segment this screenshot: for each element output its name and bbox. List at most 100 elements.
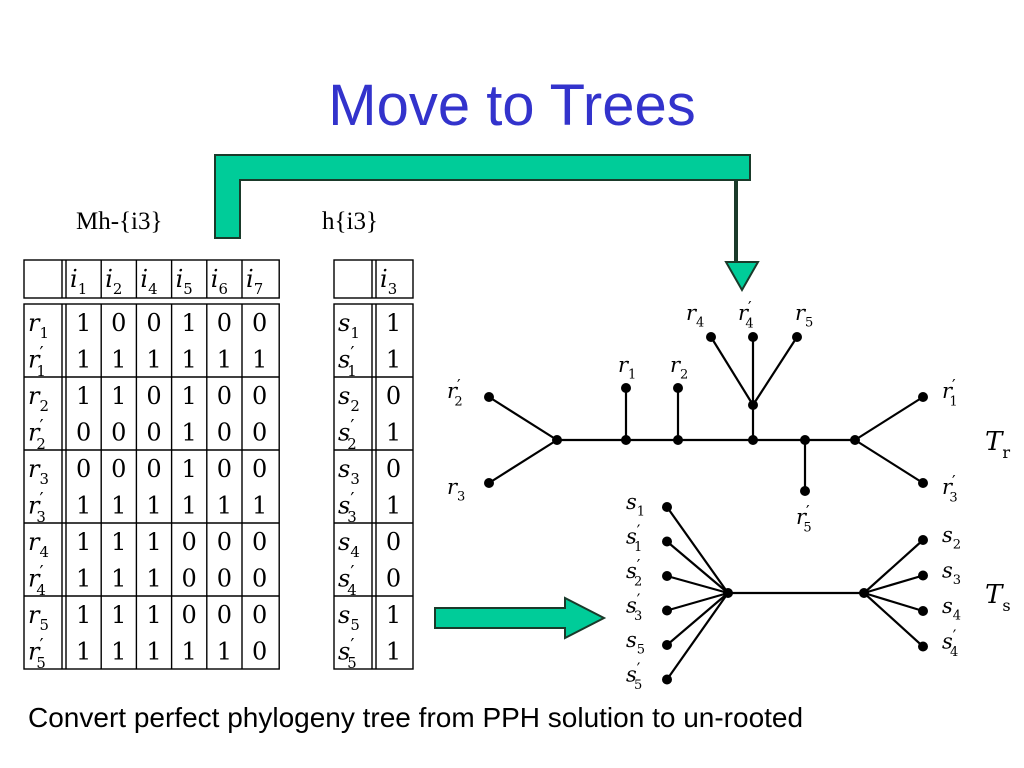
left-table-cell: 0 [182,565,197,593]
tree-leaf [918,392,928,402]
tree-edge [666,540,729,594]
left-table-cell: 1 [182,382,197,410]
left-table-cell: 1 [111,382,126,410]
tree-leaf [918,606,928,616]
right-table-row-label: s′5 [338,635,357,672]
left-table-cell: 0 [217,309,232,337]
left-table-row-label: r′2 [28,416,46,453]
left-table-cell: 1 [217,346,232,374]
left-table-cell: 1 [146,565,161,593]
tree-leaf [673,383,683,393]
left-table-cell: 1 [146,492,161,520]
left-table-body-box [23,303,280,670]
left-table-row-label: r3 [28,455,49,488]
tree-r-leaf-label: r′5 [796,502,812,536]
right-table-header-box [333,259,414,299]
tree-leaf [792,332,802,342]
tree-edge [863,591,924,613]
right-table-cell: 1 [386,638,401,666]
tree-s-leaf-label: s′5 [626,659,642,693]
right-table-cell: 0 [386,528,401,556]
left-table-row-label: r1 [28,309,49,342]
tree-edge [666,592,729,646]
tree-edge [488,396,558,441]
tree-s-leaf-label: s1 [626,490,645,519]
left-table-cell: 1 [76,492,91,520]
left-table-label: Mh-{i3} [76,208,163,235]
right-table-cell: 1 [386,309,401,337]
left-table-cell: 1 [252,346,267,374]
tree-r-leaf-label: r5 [795,301,813,330]
tree-r-leaf-label: r1 [618,353,636,382]
right-table-row-label: s′4 [338,562,357,599]
left-table-cell: 1 [111,528,126,556]
tree-edge [752,336,798,406]
left-table-cell: 0 [252,455,267,483]
left-table-cell: 1 [217,492,232,520]
tree-leaf [918,570,928,581]
left-table-cell: 0 [252,419,267,447]
left-table-cell: 0 [252,528,267,556]
tree-r-leaf-label: r′1 [942,376,958,410]
right-table-row-label: s5 [338,601,360,634]
right-table-cell: 1 [386,492,401,520]
left-table-cell: 1 [182,455,197,483]
left-table-cell: 0 [146,382,161,410]
left-table-row-label: r5 [28,601,49,634]
left-table-cell: 0 [217,601,232,629]
tree-r-leaf-label: r2 [670,353,688,382]
tree-s-label: Ts [985,580,1011,615]
tree-leaf [662,605,672,616]
tree-edge [854,396,924,441]
slide-caption: Convert perfect phylogeny tree from PPH … [28,702,804,733]
left-table-cell: 0 [252,638,267,666]
tree-edge [666,574,729,595]
tree-leaf [918,641,928,652]
right-table-row-label: s2 [338,382,360,415]
right-table-cell: 1 [386,601,401,629]
left-table-cell: 1 [76,528,91,556]
left-table-cell: 1 [146,346,161,374]
right-table-cell: 0 [386,382,401,410]
left-table-cell: 1 [76,382,91,410]
left-table-row-label: r2 [28,382,49,415]
tree-edge [666,506,729,594]
tree-r-label: Tr [985,427,1010,462]
left-table-col-header: i7 [246,265,263,298]
right-table-row-label: s′2 [338,416,357,453]
tree-edge [488,439,558,484]
tree-s-leaf-label: s3 [942,559,961,588]
slide-title: Move to Trees [328,73,696,138]
tree-leaf [918,535,928,545]
right-table-cell: 1 [386,419,401,447]
tree-s-leaf-label: s′3 [626,590,642,624]
left-table-cell: 0 [182,601,197,629]
right-table-label: h{i3} [322,208,378,235]
left-table-cell: 1 [182,419,197,447]
left-table-cell: 0 [217,565,232,593]
left-table-cell: 1 [111,601,126,629]
left-table-cell: 1 [182,492,197,520]
left-table-cell: 1 [146,528,161,556]
left-table-col-header: i4 [140,265,157,298]
left-table-cell: 1 [111,346,126,374]
tree-leaf [662,571,672,581]
tree-s-leaf-label: s′2 [626,556,642,590]
tree-r-leaf-label: r3 [447,475,465,504]
tree-r-leaf-label: r4 [686,301,704,330]
left-table-cell: 1 [111,565,126,593]
left-table-cell: 0 [217,382,232,410]
left-table-col-header: i1 [70,265,87,298]
tree-s-leaf-label: s4 [942,594,961,623]
right-table-row-label: s3 [338,455,360,488]
tree-leaf [748,332,758,342]
tree-edge [863,539,924,594]
left-table-cell: 0 [252,565,267,593]
left-table-cell: 0 [111,455,126,483]
tree-leaf [662,674,672,685]
left-table-cell: 1 [76,309,91,337]
left-table-cell: 1 [182,346,197,374]
right-table-cell: 0 [386,565,401,593]
right-table-row-label: s4 [338,528,360,561]
